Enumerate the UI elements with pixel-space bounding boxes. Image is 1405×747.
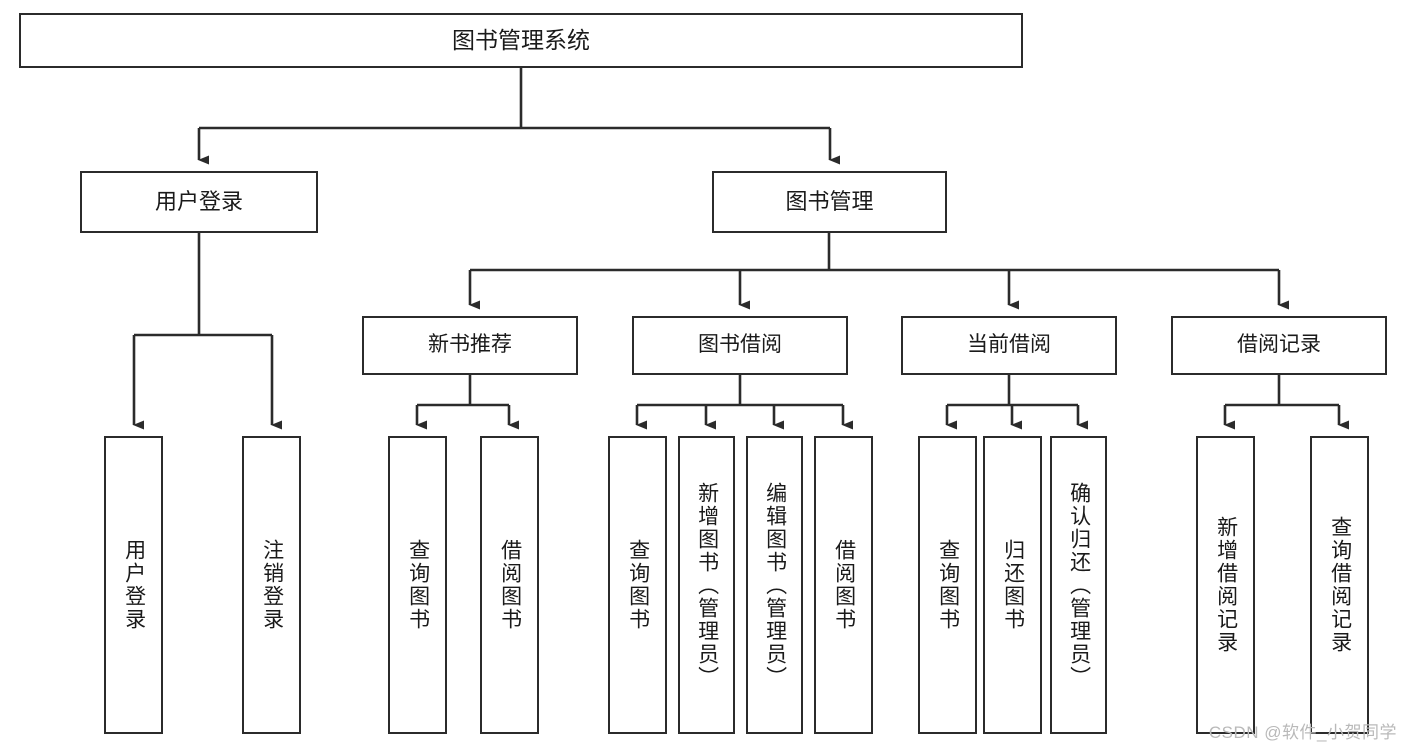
- leaf-return-book[interactable]: 归还图书: [983, 436, 1042, 734]
- node-borrow-record[interactable]: 借阅记录: [1171, 316, 1387, 375]
- leaf-user-login[interactable]: 用户登录: [104, 436, 163, 734]
- node-borrow-record-label: 借阅记录: [1237, 333, 1321, 357]
- leaf-confirm-return-admin[interactable]: 确认归还（管理员）: [1050, 436, 1107, 734]
- leaf-query-book-current[interactable]: 查询图书: [918, 436, 977, 734]
- leaf-query-book-current-label: 查询图书: [936, 539, 960, 631]
- leaf-borrow-book[interactable]: 借阅图书: [814, 436, 873, 734]
- node-root-label: 图书管理系统: [452, 27, 590, 54]
- leaf-query-book-recommend-label: 查询图书: [406, 539, 430, 631]
- node-new-book-recommend-label: 新书推荐: [428, 333, 512, 357]
- node-new-book-recommend[interactable]: 新书推荐: [362, 316, 578, 375]
- node-book-management-label: 图书管理: [785, 189, 874, 215]
- leaf-edit-book-admin[interactable]: 编辑图书（管理员）: [746, 436, 803, 734]
- leaf-query-book-borrow[interactable]: 查询图书: [608, 436, 667, 734]
- leaf-edit-book-admin-label: 编辑图书（管理员）: [763, 481, 787, 689]
- node-book-management[interactable]: 图书管理: [712, 171, 947, 233]
- watermark: CSDN @软件_小贺同学: [1208, 723, 1397, 742]
- leaf-add-borrow-record[interactable]: 新增借阅记录: [1196, 436, 1255, 734]
- leaf-query-book-recommend[interactable]: 查询图书: [388, 436, 447, 734]
- leaf-return-book-label: 归还图书: [1001, 539, 1025, 631]
- node-current-borrow[interactable]: 当前借阅: [901, 316, 1117, 375]
- node-user-login-label: 用户登录: [154, 189, 243, 215]
- leaf-query-book-borrow-label: 查询图书: [626, 539, 650, 631]
- leaf-add-borrow-record-label: 新增借阅记录: [1214, 516, 1238, 654]
- leaf-query-borrow-record-label: 查询借阅记录: [1328, 516, 1352, 654]
- leaf-borrow-book-recommend-label: 借阅图书: [498, 539, 522, 631]
- leaf-query-borrow-record[interactable]: 查询借阅记录: [1310, 436, 1369, 734]
- leaf-add-book-admin-label: 新增图书（管理员）: [695, 481, 719, 689]
- node-book-borrow[interactable]: 图书借阅: [632, 316, 848, 375]
- node-user-login[interactable]: 用户登录: [80, 171, 318, 233]
- leaf-confirm-return-admin-label: 确认归还（管理员）: [1067, 481, 1091, 689]
- node-current-borrow-label: 当前借阅: [967, 333, 1051, 357]
- leaf-logout-login-label: 注销登录: [260, 539, 284, 631]
- node-root[interactable]: 图书管理系统: [19, 13, 1023, 68]
- leaf-borrow-book-label: 借阅图书: [832, 539, 856, 631]
- leaf-borrow-book-recommend[interactable]: 借阅图书: [480, 436, 539, 734]
- leaf-user-login-label: 用户登录: [122, 539, 146, 631]
- leaf-logout-login[interactable]: 注销登录: [242, 436, 301, 734]
- node-book-borrow-label: 图书借阅: [698, 333, 782, 357]
- leaf-add-book-admin[interactable]: 新增图书（管理员）: [678, 436, 735, 734]
